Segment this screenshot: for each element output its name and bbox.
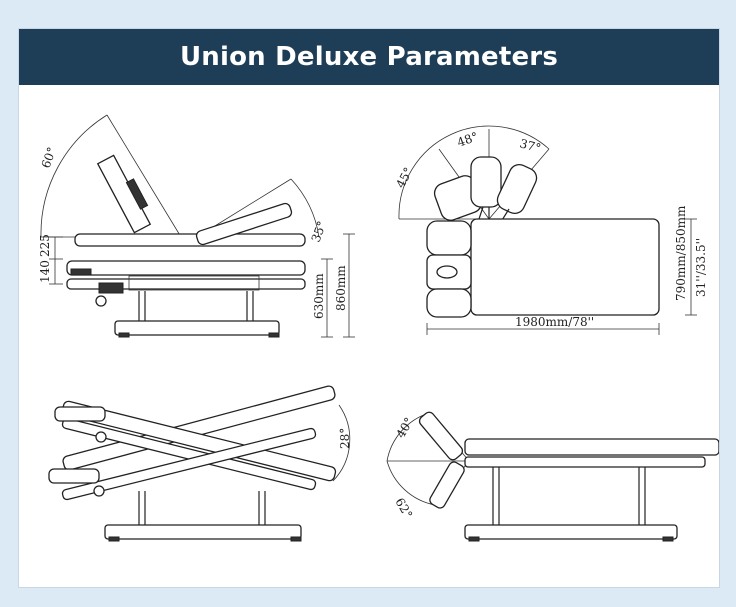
- side-tilt-view: 60° 35°: [38, 114, 355, 338]
- technical-drawings: 60° 35°: [38, 114, 719, 542]
- head-down-angle: 62°: [392, 496, 415, 521]
- head-mid-angle: 48°: [455, 129, 480, 149]
- seat-pad: [74, 233, 306, 247]
- side-head-view: 40° 62°: [386, 411, 719, 542]
- leg-angle-arc: [290, 178, 320, 238]
- table-top-outline: [470, 218, 660, 316]
- top-view: 45° 48° 37° 1980mm/78'' 7: [393, 125, 708, 335]
- backrest-pad: [96, 154, 152, 234]
- height-min-label: 630mm: [312, 273, 326, 319]
- side-trendelenburg-view: 28°: [48, 385, 352, 542]
- leg-pad: [195, 202, 293, 246]
- width-mm-label: 790mm/850mm: [674, 205, 688, 301]
- dim-upper-label: 225: [38, 234, 52, 257]
- back-angle-label: 60°: [39, 145, 59, 170]
- length-label: 1980mm/78'': [515, 315, 594, 329]
- height-max-label: 860mm: [334, 265, 348, 311]
- page-title: Union Deluxe Parameters: [179, 42, 558, 72]
- title-banner: Union Deluxe Parameters: [19, 29, 719, 85]
- parameters-panel: Union Deluxe Parameters 60° 35°: [18, 28, 720, 588]
- dim-lower-label: 140: [38, 260, 52, 283]
- width-in-label: 31''/33.5'': [694, 238, 708, 297]
- head-right-angle: 37°: [518, 136, 542, 155]
- leg-angle-label: 35°: [309, 219, 329, 244]
- tilt-angle-label: 28°: [338, 428, 352, 449]
- main-table-pad: [464, 438, 719, 456]
- back-angle-arc: [40, 114, 108, 238]
